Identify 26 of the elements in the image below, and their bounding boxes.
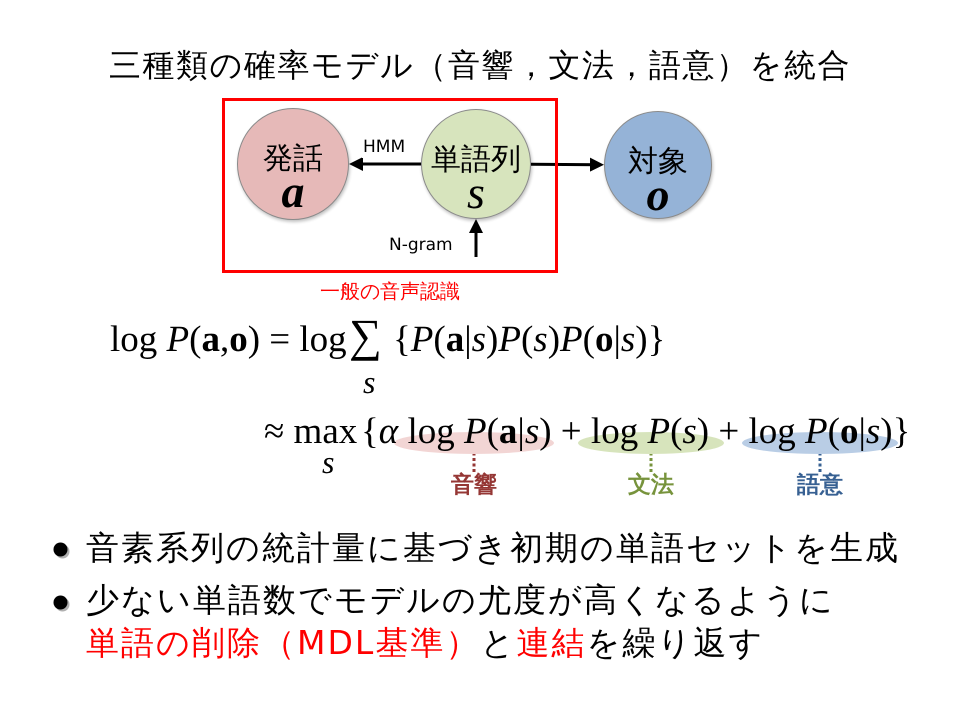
variable-symbol: o: [646, 177, 670, 214]
title: 三種類の確率モデル（音響，文法，語意）を統合: [109, 46, 851, 84]
variable-symbol: s: [467, 175, 485, 212]
bullet-text: 少ない単語数でモデルの尤度が高くなるように単語の削除（MDL基準）と連結を繰り返す: [86, 579, 836, 664]
arrow: [530, 158, 604, 172]
leader-line: [818, 454, 822, 472]
edge-label: HMM: [362, 138, 406, 158]
arrow: [349, 157, 421, 171]
equation-text: log P(a,o) = log: [110, 321, 347, 358]
leader-line: [650, 454, 652, 472]
summation-index: s: [363, 366, 376, 398]
equation-text: {α log P(a|s) + log P(s) + log P(o|s)}: [361, 413, 910, 450]
edge-label: N-gram: [388, 236, 454, 256]
term-label: 音響: [451, 472, 497, 500]
variable-symbol: a: [282, 174, 304, 211]
node-label: 単語列: [431, 143, 521, 176]
node-label: 対象: [628, 145, 688, 178]
term-label: 文法: [628, 472, 674, 500]
group-caption: 一般の音声認識: [320, 279, 460, 303]
term-label: 語意: [797, 472, 843, 500]
arrow: [469, 219, 483, 257]
equation-text: {P(a|s)P(s)P(o|s)}: [393, 321, 666, 358]
summation-sign: ∑: [349, 309, 382, 363]
leader-line: [472, 454, 476, 472]
node-label: 発話: [263, 142, 323, 175]
bullet-text: 音素系列の統計量に基づき初期の単語セットを生成: [86, 527, 900, 569]
